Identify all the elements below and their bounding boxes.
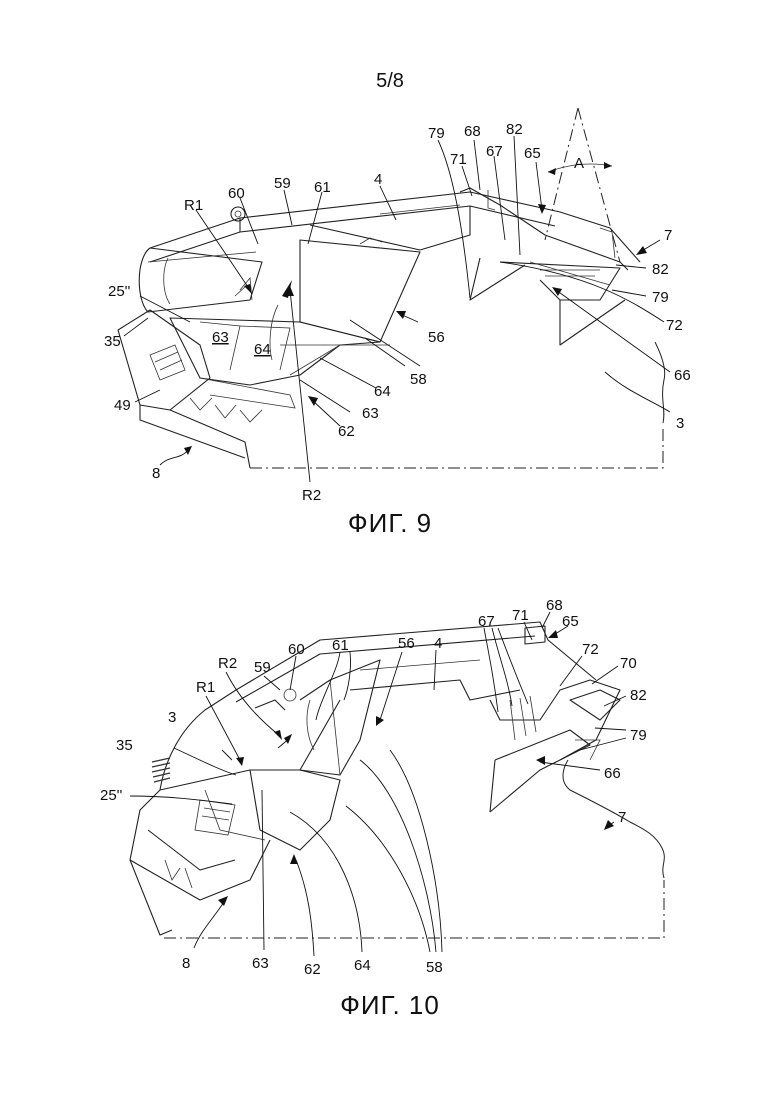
fig10-blade (490, 730, 590, 812)
fig9-label-60: 60 (228, 185, 245, 202)
fig10-label-8: 8 (182, 955, 190, 972)
fig9-label-63b: 63 (362, 405, 379, 422)
fig9-label-65: 65 (524, 145, 541, 162)
fig9-angle-line-a (545, 108, 578, 240)
fig9-label-63: 63 (212, 329, 229, 346)
fig10-label-59: 59 (254, 659, 271, 676)
fig9-label-8: 8 (152, 465, 160, 482)
fig10-label-7: 7 (618, 809, 626, 826)
fig10-label-R1: R1 (196, 679, 215, 696)
fig10-label-67: 67 (478, 613, 495, 630)
fig10-label-R2: R2 (218, 655, 237, 672)
fig9-blade (500, 262, 620, 300)
fig10-boundary-line (164, 880, 664, 938)
fig9-angle-line-b (578, 108, 620, 262)
fig9-label-56: 56 (428, 329, 445, 346)
fig9-label-66: 66 (674, 367, 691, 384)
fig9-label-64: 64 (254, 341, 271, 358)
fig9-label-72: 72 (666, 317, 683, 334)
fig9-label-7: 7 (664, 227, 672, 244)
fig9-label-25: 25'' (108, 283, 131, 300)
fig10-label-79: 79 (630, 727, 647, 744)
fig9-label-35: 35 (104, 333, 121, 350)
fig10-label-68: 68 (546, 597, 563, 614)
fig10-label-70: 70 (620, 655, 637, 672)
fig10-label-25: 25'' (100, 787, 123, 804)
fig10-chute (300, 660, 380, 775)
fig10-label-4: 4 (434, 635, 442, 652)
fig10-label-60: 60 (288, 641, 305, 658)
fig9-break-line (655, 342, 665, 423)
figure-10-caption: ФИГ. 10 (0, 990, 780, 1021)
fig10-label-72: 72 (582, 641, 599, 658)
fig10-label-61: 61 (332, 637, 349, 654)
fig9-label-R2: R2 (302, 487, 321, 504)
fig10-label-65: 65 (562, 613, 579, 630)
fig10-left-frame (130, 690, 236, 935)
fig10-label-62: 62 (304, 961, 321, 978)
fig9-label-64b: 64 (374, 383, 391, 400)
fig9-label-4: 4 (374, 171, 382, 188)
fig10-label-66: 66 (604, 765, 621, 782)
fig9-label-59: 59 (274, 175, 291, 192)
fig10-label-3: 3 (168, 709, 176, 726)
fig9-label-R1: R1 (184, 197, 203, 214)
fig9-label-82: 82 (506, 121, 523, 138)
fig9-label-71: 71 (450, 151, 467, 168)
fig9-side-frame (118, 310, 210, 410)
fig9-label-68: 68 (464, 123, 481, 140)
fig9-label-3: 3 (676, 415, 684, 432)
fig10-label-56: 56 (398, 635, 415, 652)
fig10-label-58: 58 (426, 959, 443, 976)
fig9-label-82b: 82 (652, 261, 669, 278)
fig9-label-61: 61 (314, 179, 331, 196)
fig9-label-79: 79 (428, 125, 445, 142)
fig9-boundary-line (250, 425, 663, 468)
fig9-label-49: 49 (114, 397, 131, 414)
fig10-label-64: 64 (354, 957, 371, 974)
fig9-label-62: 62 (338, 423, 355, 440)
fig10-label-63: 63 (252, 955, 269, 972)
fig9-label-A: A (574, 155, 584, 172)
fig10-label-35: 35 (116, 737, 133, 754)
figure-9-caption: ФИГ. 9 (0, 508, 780, 539)
fig9-label-67: 67 (486, 143, 503, 160)
fig9-label-79b: 79 (652, 289, 669, 306)
fig10-label-82: 82 (630, 687, 647, 704)
fig10-label-71: 71 (512, 607, 529, 624)
fig9-label-58: 58 (410, 371, 427, 388)
